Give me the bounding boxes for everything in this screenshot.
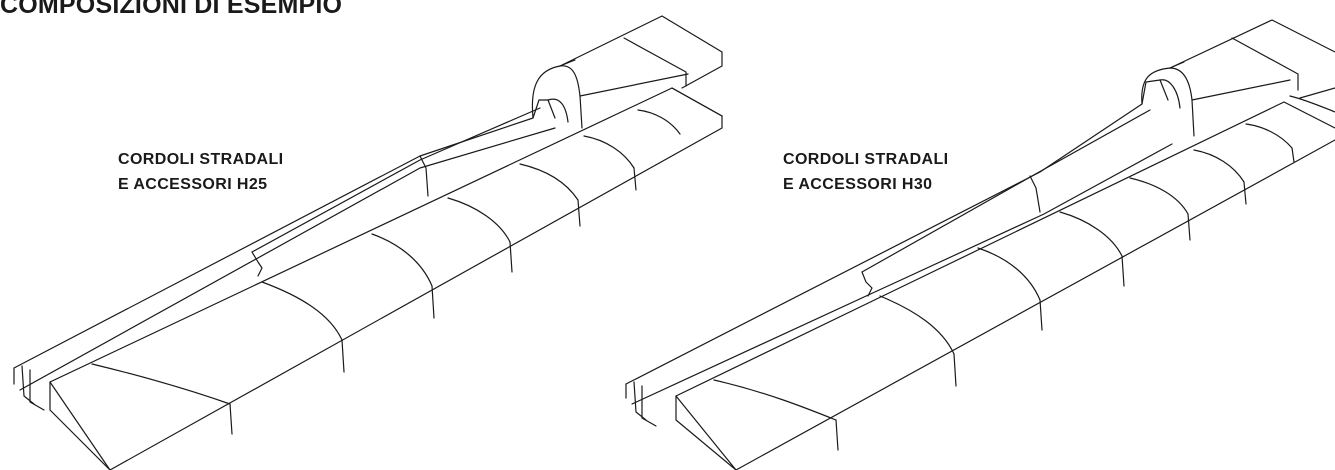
- label-line-2: E ACCESSORI H25: [118, 176, 268, 193]
- gutter-strip: [49, 87, 723, 470]
- label-line-1: CORDOLI STRADALI: [118, 151, 284, 168]
- label-line-1: CORDOLI STRADALI: [783, 151, 949, 168]
- curb-strip: [13, 59, 583, 411]
- page-title: COMPOSIZIONI DI ESEMPIO: [0, 0, 343, 19]
- gutter-strip: [675, 95, 1335, 470]
- top-gutter-blocks: [1169, 19, 1335, 101]
- composition-h25: [13, 15, 723, 470]
- composition-label-h30: CORDOLI STRADALI E ACCESSORI H30: [783, 147, 949, 197]
- composition-h30: [625, 19, 1335, 470]
- label-line-2: E ACCESSORI H30: [783, 176, 933, 193]
- curb-strip: [625, 61, 1195, 427]
- top-gutter-blocks: [559, 15, 723, 97]
- composition-label-h25: CORDOLI STRADALI E ACCESSORI H25: [118, 147, 284, 197]
